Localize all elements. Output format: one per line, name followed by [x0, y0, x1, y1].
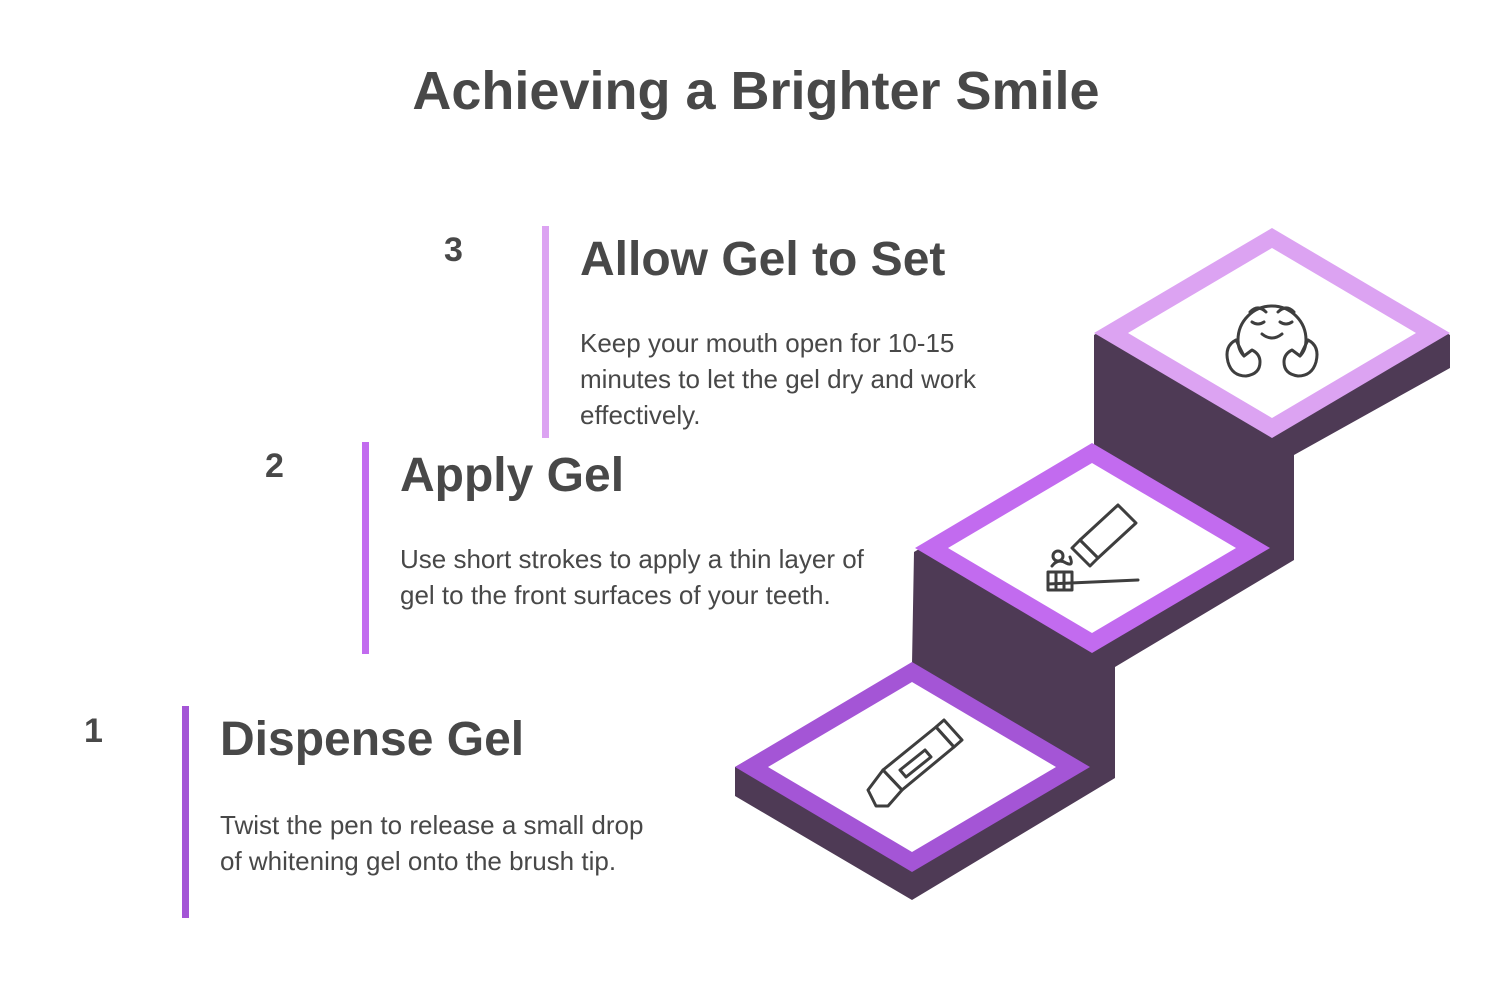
step-accent-bar — [362, 442, 369, 654]
page-title: Achieving a Brighter Smile — [412, 61, 1100, 121]
step-accent-bar — [182, 706, 189, 918]
step-2-top-inner — [948, 463, 1236, 633]
step-heading: Dispense Gel — [220, 713, 525, 766]
step-number: 1 — [84, 712, 103, 750]
step-description: Use short strokes to apply a thin layer … — [400, 544, 864, 610]
step-description: Twist the pen to release a small drop of… — [220, 810, 644, 876]
step-heading: Apply Gel — [400, 449, 625, 502]
step-number: 3 — [444, 231, 463, 269]
step-3-top-inner — [1128, 248, 1416, 418]
smiling-face-icon — [1225, 304, 1319, 378]
toothbrush-gel-icon — [1046, 503, 1140, 592]
step-1-top-inner — [768, 682, 1056, 852]
step-description: Keep your mouth open for 10-15 minutes t… — [580, 328, 976, 430]
step-heading: Allow Gel to Set — [580, 233, 946, 286]
step-accent-bar — [542, 226, 549, 438]
step-number: 2 — [265, 447, 284, 485]
gel-pen-icon — [866, 718, 964, 808]
